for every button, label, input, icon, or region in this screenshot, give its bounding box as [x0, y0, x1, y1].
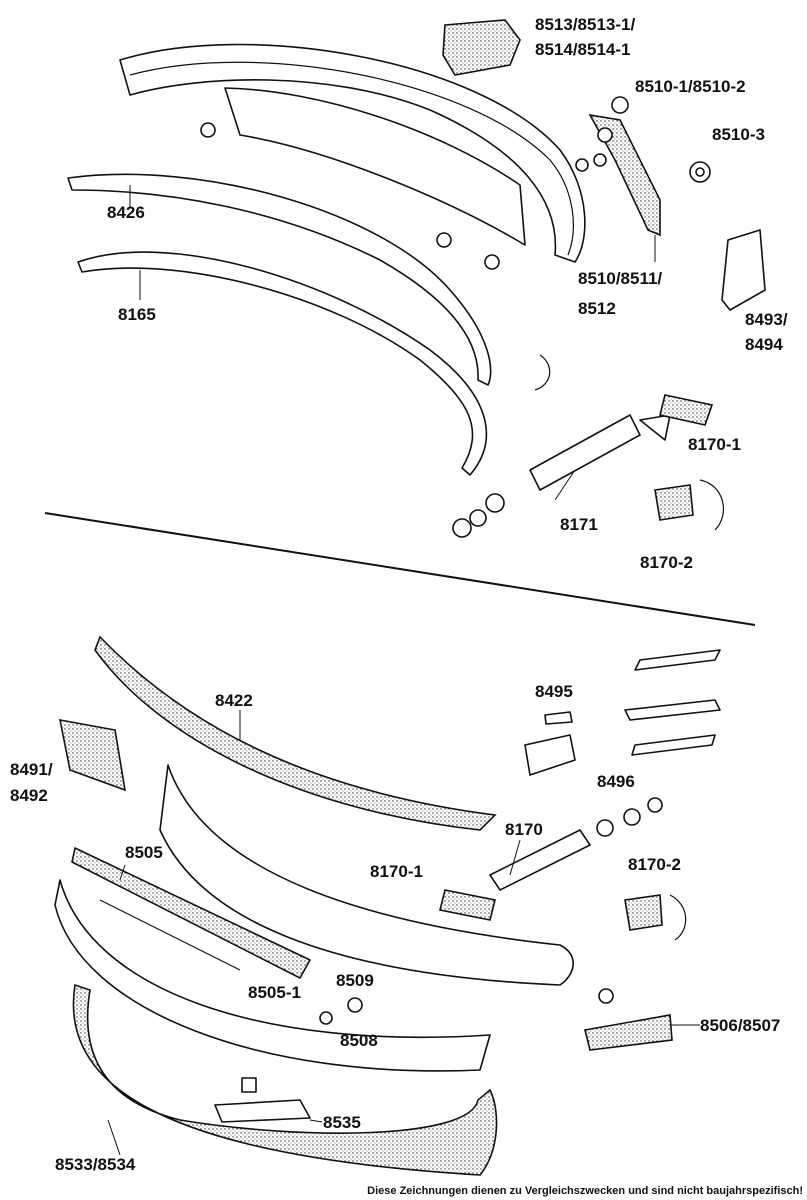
label-8495: 8495	[535, 682, 573, 701]
label-8171: 8171	[560, 515, 598, 534]
rear-valance	[224, 87, 526, 246]
label-8533: 8533/8534	[55, 1155, 136, 1174]
hook-part	[534, 354, 551, 391]
part-8170-2-clamp	[654, 479, 724, 531]
label-8509: 8509	[336, 971, 374, 990]
part-8508-plug	[319, 997, 363, 1025]
disclaimer-footer: Diese Zeichnungen dienen zu Vergleichszw…	[367, 1185, 803, 1197]
label-8535: 8535	[323, 1113, 361, 1132]
part-8170-2-clamp-front	[624, 894, 687, 941]
front-valance	[54, 847, 491, 1072]
label-8505: 8505	[125, 843, 163, 862]
section-divider	[44, 512, 756, 626]
rear-bumper-strip-8165	[77, 251, 488, 476]
label-8170: 8170	[505, 820, 543, 839]
part-8513-bracket	[442, 19, 521, 76]
label-8513: 8513/8513-1/	[535, 15, 635, 34]
label-8422: 8422	[215, 691, 253, 710]
label-8514: 8514/8514-1	[535, 40, 630, 59]
part-8510-bracket	[200, 96, 711, 270]
label-8508: 8508	[340, 1031, 378, 1050]
part-8533-lip	[72, 983, 498, 1176]
front-bumper-main	[159, 764, 574, 986]
part-8506-overrider	[584, 988, 673, 1051]
label-8170-1-front: 8170-1	[370, 862, 423, 881]
part-8422-spoiler	[94, 635, 497, 831]
label-8510-3: 8510-3	[712, 125, 765, 144]
part-8171-tube	[452, 394, 714, 538]
label-8170-1-rear: 8170-1	[688, 435, 741, 454]
label-8426: 8426	[107, 203, 145, 222]
label-8170-2-front: 8170-2	[628, 855, 681, 874]
part-8535-bracket	[214, 1077, 311, 1123]
label-8165: 8165	[118, 305, 156, 324]
label-8492: 8492	[10, 786, 48, 805]
leader-lines	[107, 185, 700, 1156]
label-8506: 8506/8507	[700, 1016, 780, 1035]
label-8494: 8494	[745, 335, 783, 354]
label-8491: 8491/	[10, 760, 53, 779]
label-8496: 8496	[597, 772, 635, 791]
part-8170-tube	[439, 797, 663, 921]
rear-bumper-main	[119, 43, 586, 263]
part-8495-plates	[524, 649, 721, 776]
part-8491-grille	[58, 719, 127, 792]
label-8512: 8512	[578, 299, 616, 318]
label-8505-1: 8505-1	[248, 983, 301, 1002]
label-8493: 8493/	[745, 310, 788, 329]
label-8510-1: 8510-1/8510-2	[635, 77, 746, 96]
rear-bumper-trim-8426	[67, 173, 492, 386]
label-8170-2-rear: 8170-2	[640, 553, 693, 572]
label-8510: 8510/8511/	[578, 269, 662, 288]
part-8493-grille	[721, 229, 766, 311]
